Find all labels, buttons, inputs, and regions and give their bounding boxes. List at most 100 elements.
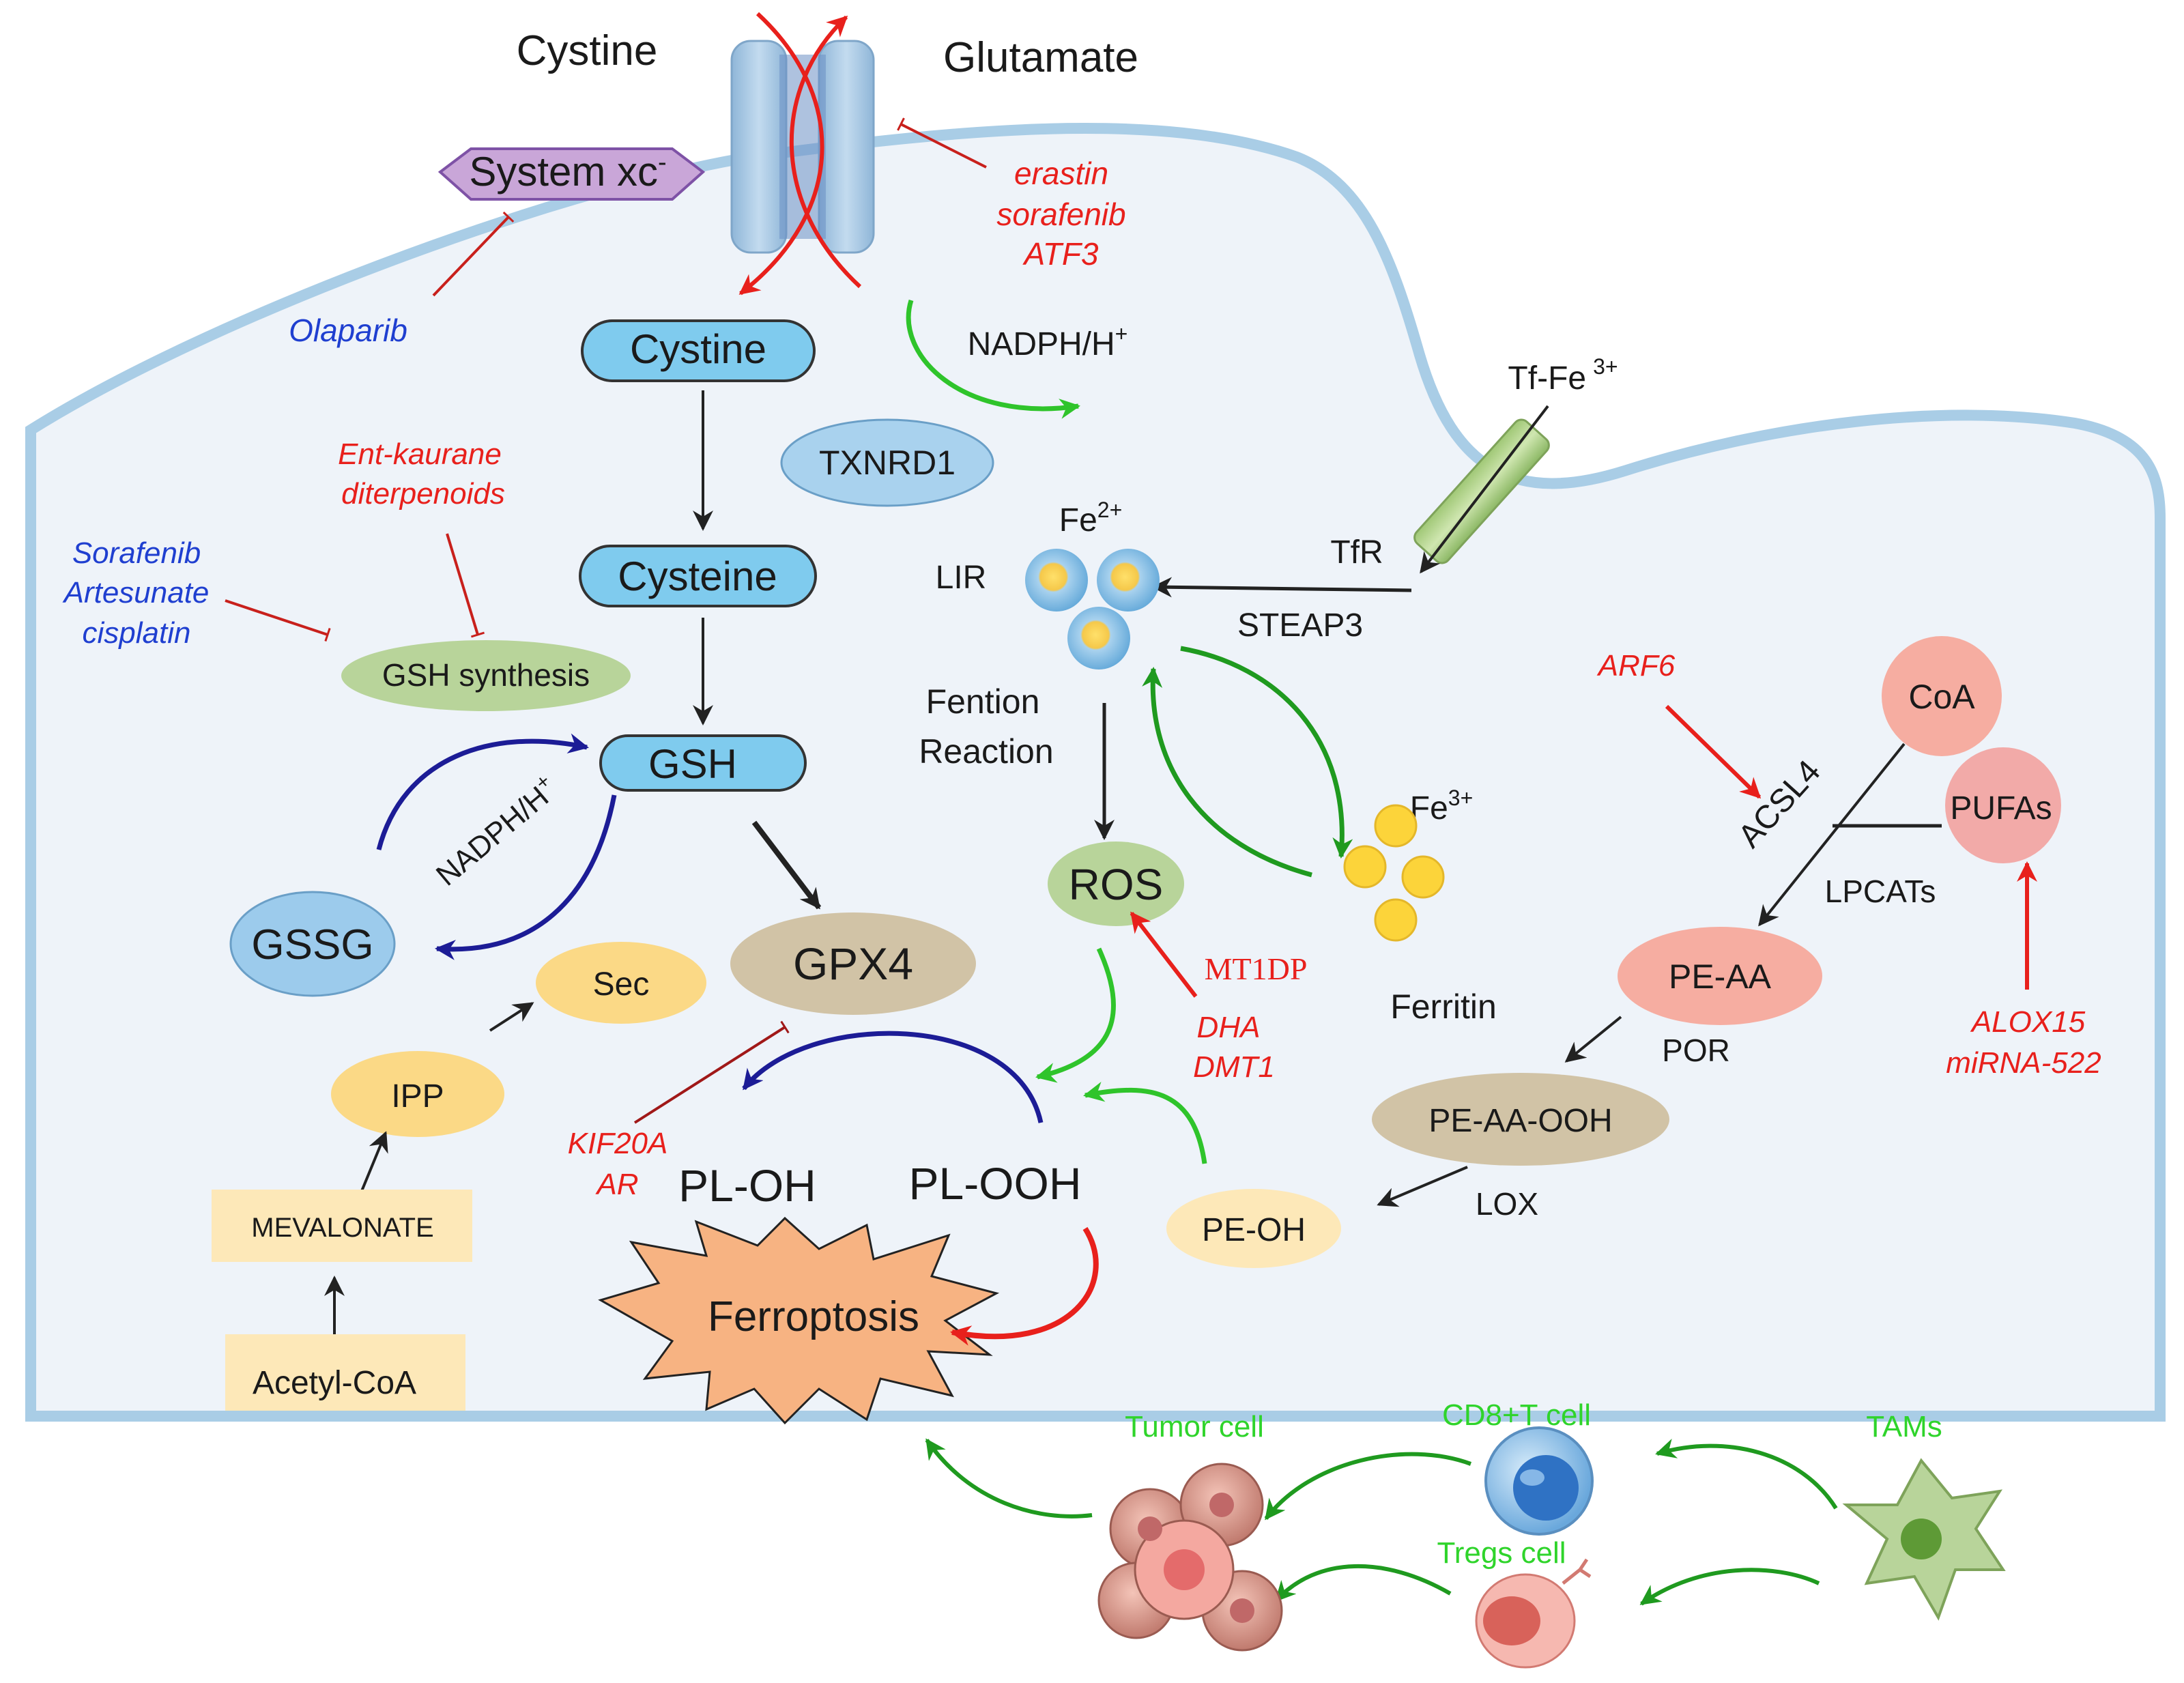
cd8-cell-label: CD8+T cell	[1442, 1398, 1591, 1432]
peaaooh-node-label: PE-AA-OOH	[1428, 1103, 1612, 1139]
ent-kaurane-inhibit-line	[446, 533, 485, 638]
peoh-node	[1166, 1189, 1341, 1268]
diterpenoids-label: diterpenoids	[341, 477, 505, 510]
gsh-node-label: GSH	[648, 741, 737, 787]
gssg-node-label: GSSG	[251, 921, 373, 968]
nadph-green-arrow	[906, 299, 1080, 419]
system-xc-node: System xc-	[437, 147, 706, 201]
acetylcoa-node-label: Acetyl-CoA	[253, 1365, 416, 1401]
erastin-inhibit-line	[897, 117, 987, 169]
fe2-label: Fe2+	[1059, 498, 1123, 538]
fe3-label: Fe3+	[1410, 786, 1474, 826]
ferroptosis-burst	[598, 1216, 1000, 1425]
gsh-synthesis-label: GSH synthesis	[382, 657, 590, 693]
pufas-node	[1945, 747, 2061, 863]
fe2-ion-3	[1067, 607, 1130, 670]
plooh-to-ploh-arrow	[742, 1031, 1044, 1123]
ipp-node	[331, 1051, 504, 1137]
ferroptosis-label: Ferroptosis	[708, 1293, 919, 1340]
glutamate-label: Glutamate	[943, 34, 1138, 81]
sorafenib-label-top: sorafenib	[996, 197, 1125, 232]
cysteine-node	[579, 545, 817, 607]
gsh-to-gssg-arrow	[435, 794, 617, 960]
fe2-ion-1	[1025, 549, 1088, 612]
tams-to-cd8-arrow	[1655, 1439, 1838, 1510]
arf6-activate-arrow	[1665, 704, 1762, 799]
cd8-to-tumor-arrow	[1264, 1452, 1472, 1521]
tffe-import-arrow	[1420, 405, 1549, 574]
fe3-ion-2	[1343, 845, 1387, 889]
nadph-top-label: NADPH/H+	[968, 321, 1128, 362]
tregs-cell	[1475, 1558, 1592, 1669]
steap3-label: STEAP3	[1237, 607, 1363, 644]
tams-cell	[1842, 1458, 2006, 1621]
peaa-to-peaaooh-arrow	[1564, 1016, 1622, 1063]
peaa-node-label: PE-AA	[1669, 958, 1772, 996]
mt1dp-label: MT1DP	[1205, 951, 1308, 986]
ipp-to-sec-arrow	[489, 1002, 534, 1032]
mevalonate-to-ipp-arrow	[360, 1131, 388, 1192]
artesunate-label: Artesunate	[62, 576, 210, 609]
cisplatin-label: cisplatin	[83, 616, 191, 650]
mirna522-label: miRNA-522	[1946, 1046, 2101, 1080]
gpx4-node	[730, 912, 976, 1015]
sec-node-label: Sec	[593, 966, 650, 1003]
mevalonate-node-label: MEVALONATE	[251, 1213, 433, 1243]
tumor-cell-cluster	[1097, 1463, 1283, 1652]
atf3-label: ATF3	[1022, 236, 1098, 272]
cd8-t-cell	[1484, 1426, 1594, 1536]
pl-ooh-label: PL-OOH	[908, 1158, 1081, 1209]
olaparib-inhibit-line	[432, 212, 515, 297]
peaaooh-to-peoh-arrow	[1377, 1166, 1468, 1207]
fention-label-2: Reaction	[919, 732, 1053, 771]
cystine-node-label: Cystine	[630, 326, 766, 372]
gsh-node	[599, 734, 807, 792]
ros-node	[1048, 842, 1184, 926]
cystine-outside-label: Cystine	[517, 27, 658, 74]
sorafenib-label: Sorafenib	[72, 536, 201, 570]
gsh-to-gpx4-arrow	[751, 820, 822, 910]
glutamate-export-arrow	[789, 15, 862, 289]
cystine-node	[581, 319, 816, 382]
lox-label: LOX	[1476, 1186, 1538, 1222]
ent-kaurane-label: Ent-kaurane	[338, 437, 502, 471]
ipp-node-label: IPP	[391, 1078, 444, 1114]
tumor-cell-label: Tumor cell	[1125, 1410, 1264, 1443]
fe3-ion-4	[1374, 898, 1418, 942]
sec-node	[536, 942, 706, 1024]
olaparib-label: Olaparib	[289, 313, 407, 348]
system-xc-sup: -	[658, 148, 667, 177]
fe3-ion-1	[1374, 804, 1418, 848]
cystine-import-arrow	[738, 12, 824, 296]
fe2-to-fe3-arrow	[1180, 646, 1353, 859]
cysteine-node-label: Cysteine	[618, 553, 777, 599]
plooh-to-ferroptosis-arrow	[950, 1226, 1099, 1346]
svg-text:System xc-: System xc-	[469, 148, 666, 195]
txnrd1-node-label: TXNRD1	[819, 444, 956, 482]
txnrd1-node	[780, 418, 994, 507]
acetylcoa-node	[225, 1334, 465, 1411]
gsh-synthesis-node	[341, 640, 631, 711]
dha-label: DHA	[1197, 1011, 1261, 1044]
ros-node-label: ROS	[1069, 860, 1164, 909]
por-label: POR	[1662, 1033, 1730, 1068]
fe3-ion-3	[1401, 855, 1445, 899]
arf6-label: ARF6	[1596, 649, 1676, 682]
gpx4-node-label: GPX4	[793, 938, 913, 989]
kif20a-label: KIF20A	[568, 1127, 668, 1160]
dmt1-label: DMT1	[1193, 1050, 1275, 1084]
tumor-to-cell-arrow	[925, 1438, 1093, 1519]
tregs-cell-label: Tregs cell	[1437, 1536, 1566, 1570]
lpcats-label: LPCATs	[1825, 874, 1936, 909]
erastin-label: erastin	[1014, 156, 1108, 191]
gssg-to-gsh-arrow	[376, 733, 589, 850]
tfr-label: TfR	[1330, 534, 1383, 571]
ferritin-label: Ferritin	[1390, 988, 1497, 1026]
mevalonate-node	[212, 1190, 472, 1262]
coa-to-peaa-arrow	[1758, 743, 1906, 927]
kif20a-inhibit-line	[633, 1020, 790, 1124]
tregs-to-tumor-arrow	[1274, 1564, 1452, 1602]
system-xc-label: System xc	[469, 149, 658, 195]
